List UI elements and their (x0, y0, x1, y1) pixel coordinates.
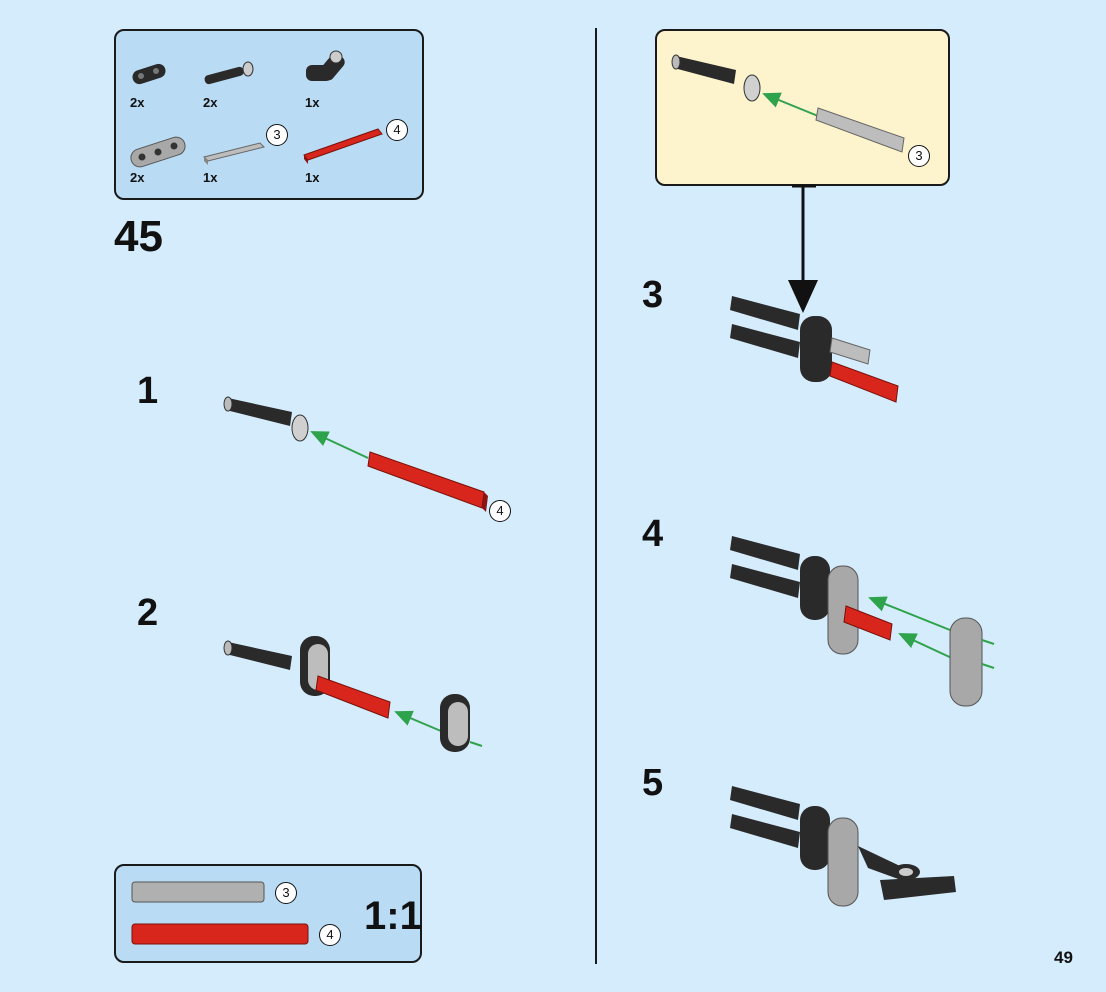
axle-4-red-icon (303, 128, 383, 164)
parts-list-art (130, 50, 383, 168)
column-divider (595, 28, 597, 964)
part-qty: 1x (203, 170, 218, 185)
substep-4-illustration (730, 536, 995, 707)
substep-number: 1 (137, 370, 159, 412)
scale-label: 1:1 (364, 894, 422, 938)
part-qty: 2x (130, 170, 145, 185)
length-callout: 3 (266, 124, 288, 146)
axle-3-gray-icon (203, 142, 265, 165)
part-qty: 1x (305, 95, 320, 110)
axle-4-scale-icon (131, 923, 309, 945)
parts-list-box: 2x 2x 1x 2x 1x 1x 3 4 (114, 29, 424, 200)
angle-connector-icon (306, 50, 345, 81)
subassembly-box (655, 29, 950, 186)
beam-3-icon (130, 136, 186, 168)
page-number: 49 (1054, 948, 1073, 967)
pin-connector-icon (132, 63, 166, 85)
substep-5-illustration (730, 786, 956, 907)
scale-box: 3 4 1:1 (114, 864, 422, 963)
substep-3-illustration (730, 296, 899, 403)
step-number: 45 (114, 212, 163, 261)
part-qty: 2x (130, 95, 145, 110)
substep-number: 4 (642, 513, 664, 555)
length-callout: 3 (275, 882, 297, 904)
length-callout: 3 (908, 145, 930, 167)
scale-art (131, 881, 309, 945)
part-qty: 1x (305, 170, 320, 185)
length-callout: 4 (386, 119, 408, 141)
substep-2-illustration (223, 636, 483, 752)
substep-1-illustration (223, 396, 488, 512)
axle-3-scale-icon (131, 881, 265, 903)
substep-number: 5 (642, 762, 664, 804)
axle-pin-black-icon (204, 61, 254, 85)
part-qty: 2x (203, 95, 218, 110)
length-callout: 4 (319, 924, 341, 946)
substep-number: 3 (642, 274, 664, 316)
length-callout: 4 (489, 500, 511, 522)
subassembly-illustration (671, 54, 905, 153)
substep-number: 2 (137, 592, 159, 634)
